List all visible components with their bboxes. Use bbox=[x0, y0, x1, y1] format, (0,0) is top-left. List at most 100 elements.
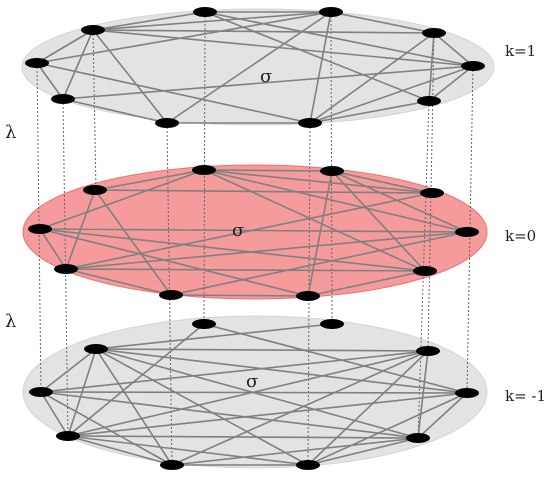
node-middle-2 bbox=[83, 185, 107, 195]
edge-top-16 bbox=[428, 65, 474, 102]
node-middle-6 bbox=[54, 264, 78, 274]
interlayer-link-4 bbox=[466, 65, 474, 394]
edge-bottom-6 bbox=[95, 348, 309, 466]
edge-bottom-16 bbox=[40, 391, 69, 437]
edge-bottom-4 bbox=[95, 348, 419, 439]
node-bottom-3 bbox=[29, 387, 53, 397]
edge-top-15 bbox=[309, 65, 474, 124]
node-middle-9 bbox=[296, 291, 320, 301]
layer-label-top: k=1 bbox=[505, 42, 536, 60]
edge-middle-8 bbox=[331, 170, 426, 272]
edge-middle-3 bbox=[203, 169, 468, 233]
edge-middle-5 bbox=[203, 169, 433, 194]
interlayer-link-0 bbox=[92, 29, 97, 191]
sigma-label-bottom: σ bbox=[246, 371, 258, 392]
edge-bottom-5 bbox=[95, 348, 173, 466]
edge-bottom-19 bbox=[67, 435, 419, 439]
node-top-0 bbox=[81, 25, 105, 35]
edge-middle-7 bbox=[331, 170, 468, 233]
node-middle-5 bbox=[455, 227, 479, 237]
edge-top-7 bbox=[62, 29, 94, 100]
node-top-1 bbox=[193, 7, 217, 17]
node-middle-1 bbox=[320, 166, 344, 176]
sigma-label-top: σ bbox=[260, 66, 272, 87]
nodes bbox=[25, 7, 485, 470]
edge-middle-23 bbox=[307, 270, 426, 297]
edge-bottom-12 bbox=[40, 391, 468, 394]
edge-bottom-0 bbox=[95, 348, 429, 352]
edge-bottom-27 bbox=[67, 323, 205, 437]
node-top-8 bbox=[298, 118, 322, 128]
edge-top-20 bbox=[62, 65, 474, 100]
node-middle-8 bbox=[159, 290, 183, 300]
node-bottom-4 bbox=[56, 431, 80, 441]
node-middle-0 bbox=[192, 165, 216, 175]
edge-bottom-20 bbox=[67, 435, 173, 466]
edge-top-17 bbox=[36, 62, 64, 100]
edge-bottom-25 bbox=[95, 323, 333, 350]
edge-bottom-1 bbox=[95, 348, 468, 394]
edge-top-3 bbox=[330, 11, 435, 34]
edge-middle-20 bbox=[65, 268, 426, 272]
edge-bottom-7 bbox=[40, 350, 429, 393]
layer-label-middle: k=0 bbox=[505, 227, 536, 245]
node-top-2 bbox=[319, 7, 343, 17]
node-bottom-0 bbox=[84, 344, 108, 354]
edge-middle-1 bbox=[94, 169, 205, 191]
node-top-9 bbox=[417, 96, 441, 106]
edge-top-13 bbox=[428, 32, 435, 102]
edge-top-5 bbox=[36, 29, 94, 64]
edge-middle-10 bbox=[94, 189, 433, 194]
edge-top-9 bbox=[92, 29, 435, 34]
node-middle-7 bbox=[413, 266, 437, 276]
edge-middle-4 bbox=[203, 169, 426, 272]
edge-bottom-11 bbox=[307, 350, 429, 466]
edge-middle-19 bbox=[65, 192, 433, 270]
node-bottom-9 bbox=[320, 319, 344, 329]
edge-top-18 bbox=[62, 98, 168, 124]
edge-bottom-17 bbox=[40, 391, 173, 466]
edge-bottom-21 bbox=[67, 435, 309, 466]
edge-top-0 bbox=[92, 11, 206, 31]
node-top-6 bbox=[51, 94, 75, 104]
edge-top-24 bbox=[36, 62, 311, 124]
edge-middle-22 bbox=[170, 294, 309, 297]
edge-middle-17 bbox=[65, 231, 468, 270]
edge-top-12 bbox=[204, 11, 474, 67]
edge-top-19 bbox=[36, 11, 332, 64]
edge-middle-14 bbox=[39, 228, 67, 270]
edge-top-1 bbox=[92, 11, 332, 31]
edge-middle-21 bbox=[65, 268, 172, 296]
edge-bottom-26 bbox=[203, 323, 468, 394]
edge-bottom-22 bbox=[171, 437, 419, 466]
node-top-4 bbox=[461, 61, 485, 71]
edge-bottom-9 bbox=[417, 350, 429, 439]
edge-middle-12 bbox=[94, 189, 172, 296]
edge-middle-2 bbox=[39, 169, 205, 230]
edge-bottom-14 bbox=[417, 392, 468, 439]
edge-bottom-10 bbox=[171, 350, 429, 466]
sigma-label-middle: σ bbox=[232, 220, 244, 241]
edge-middle-0 bbox=[203, 169, 333, 172]
edge-top-22 bbox=[309, 100, 430, 124]
edge-middle-6 bbox=[331, 170, 433, 194]
node-bottom-1 bbox=[416, 346, 440, 356]
node-top-5 bbox=[25, 58, 49, 68]
edge-top-4 bbox=[433, 32, 474, 67]
edge-top-8 bbox=[92, 29, 168, 124]
edge-bottom-24 bbox=[307, 437, 419, 466]
node-bottom-8 bbox=[192, 319, 216, 329]
edge-top-10 bbox=[166, 11, 332, 124]
edge-bottom-13 bbox=[67, 392, 468, 437]
edge-top-23 bbox=[204, 11, 430, 102]
edge-top-11 bbox=[309, 11, 332, 124]
node-middle-3 bbox=[420, 188, 444, 198]
edge-middle-15 bbox=[39, 228, 426, 272]
edge-bottom-15 bbox=[307, 392, 468, 466]
layer-label-bottom: k= -1 bbox=[505, 387, 546, 405]
edge-top-6 bbox=[92, 29, 474, 67]
node-bottom-7 bbox=[296, 460, 320, 470]
edge-bottom-18 bbox=[40, 391, 419, 439]
edge-middle-16 bbox=[39, 228, 309, 297]
